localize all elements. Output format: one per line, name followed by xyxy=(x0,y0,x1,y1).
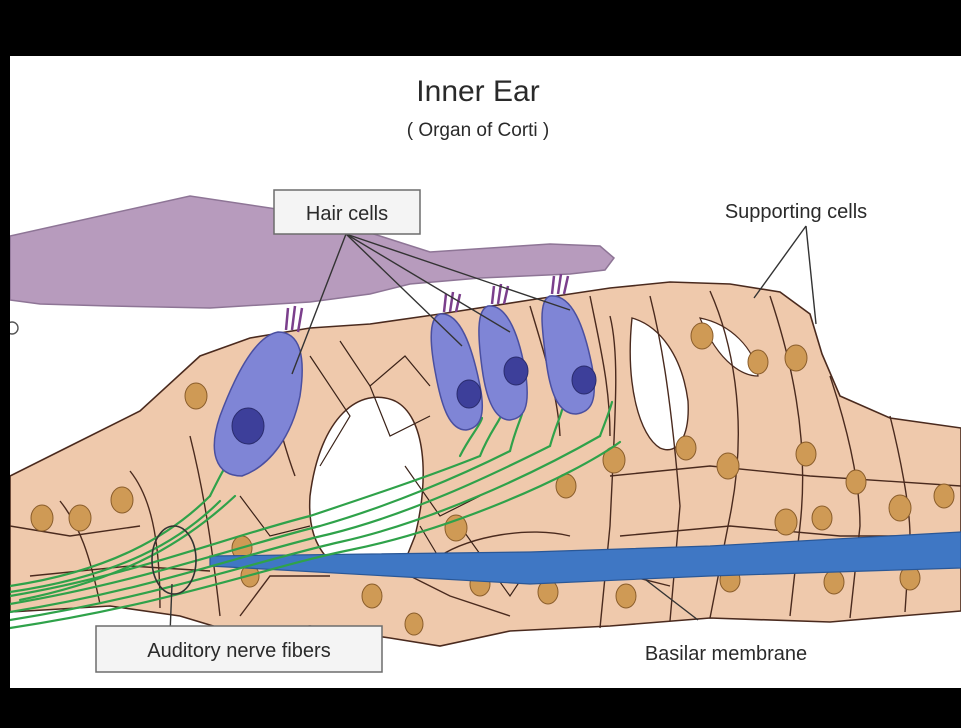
supporting-cells-label: Supporting cells xyxy=(725,201,867,223)
basilar-membrane-label: Basilar membrane xyxy=(645,643,807,665)
edge-marker xyxy=(10,322,18,334)
organ-of-corti-diagram: Inner Ear ( Organ of Corti ) xyxy=(10,56,961,688)
auditory-nerve-fibers-label: Auditory nerve fibers xyxy=(147,640,330,662)
diagram-subtitle: ( Organ of Corti ) xyxy=(407,120,550,141)
diagram-title: Inner Ear xyxy=(416,75,539,108)
diagram-canvas: Inner Ear ( Organ of Corti ) xyxy=(10,56,961,688)
hair-cells-label: Hair cells xyxy=(306,203,388,225)
